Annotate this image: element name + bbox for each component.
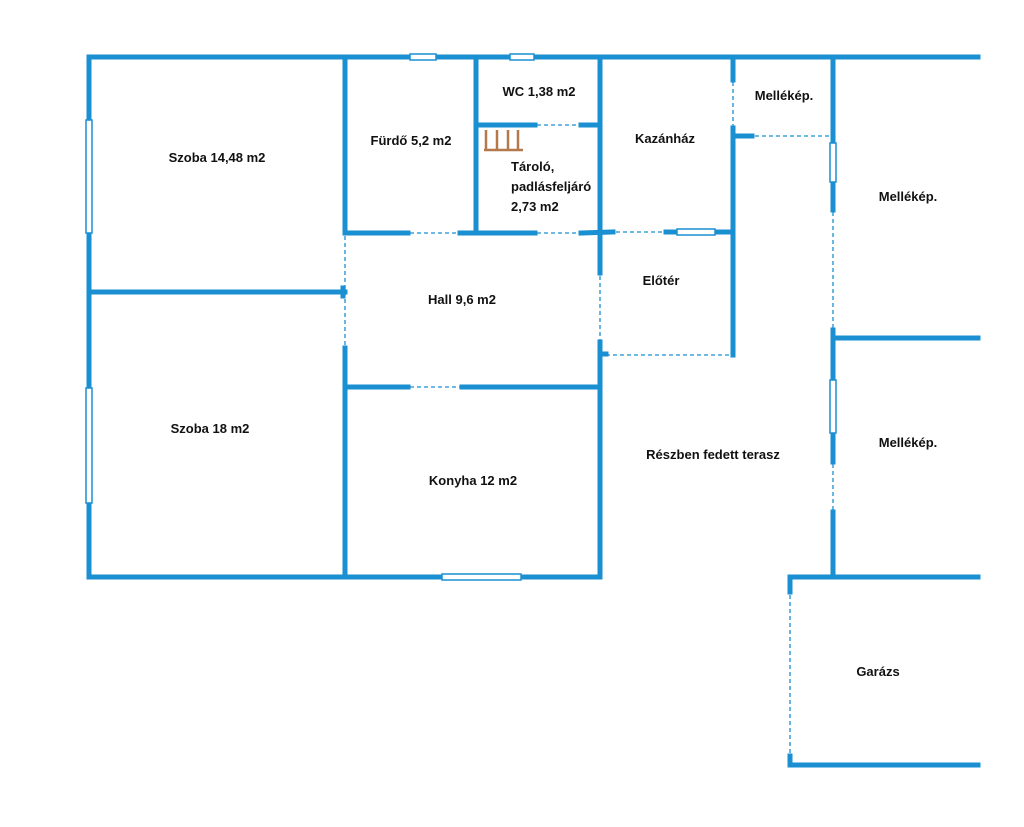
room-label-garazs: Garázs	[856, 664, 900, 679]
room-label-mellekep-2: Mellékép.	[878, 189, 938, 204]
window	[85, 119, 93, 234]
stair-icon	[484, 130, 523, 152]
window	[441, 573, 522, 581]
window	[85, 387, 93, 504]
room-label-tarolo: Tároló, padlásfeljáró 2,73 m2	[511, 157, 591, 217]
window	[829, 142, 837, 183]
wall	[578, 229, 616, 236]
room-label-szoba-1: Szoba 14,48 m2	[168, 150, 266, 165]
room-label-eloter: Előtér	[642, 273, 680, 288]
room-label-furdo: Fürdő 5,2 m2	[370, 133, 452, 148]
room-label-tarolo-line3: 2,73 m2	[511, 199, 559, 214]
room-label-konyha: Konyha 12 m2	[428, 473, 518, 488]
room-label-hall: Hall 9,6 m2	[428, 292, 496, 307]
room-label-tarolo-line2: padlásfeljáró	[511, 179, 592, 194]
window	[409, 53, 437, 61]
room-label-tarolo-line1: Tároló,	[511, 159, 555, 174]
window	[829, 379, 837, 434]
room-label-mellekep-1: Mellékép.	[754, 88, 814, 103]
room-label-szoba-2: Szoba 18 m2	[170, 421, 250, 436]
window	[509, 53, 535, 61]
room-label-terasz: Részben fedett terasz	[646, 447, 780, 462]
window	[676, 228, 716, 236]
room-label-mellekep-3: Mellékép.	[878, 435, 938, 450]
room-label-wc: WC 1,38 m2	[502, 84, 576, 99]
room-label-kazanhaz: Kazánház	[635, 131, 695, 146]
